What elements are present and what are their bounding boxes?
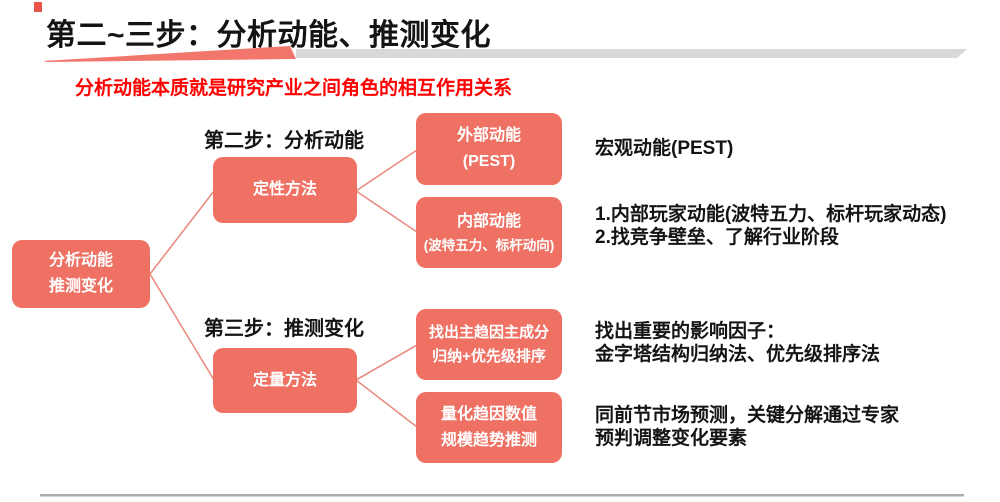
title-accent-mark (34, 2, 42, 12)
node-text-line: 找出主趋因主成分 (428, 323, 549, 341)
note-line: 金字塔结构归纳法、优先级排序法 (595, 344, 881, 365)
step3-label: 第三步：推测变化 (204, 318, 364, 340)
node-text-line: 规模趋势推测 (440, 431, 537, 449)
node-text-line: (波特五力、标杆动向) (423, 237, 555, 253)
node-root: 分析动能 推测变化 (12, 240, 150, 308)
node-main-trend-factor: 找出主趋因主成分 归纳+优先级排序 (416, 309, 562, 380)
note-line: 同前节市场预测，关键分解通过专家 (595, 405, 900, 426)
page-title: 第二~三步：分析动能、推测变化 (46, 19, 492, 52)
note-quantify-trend: 同前节市场预测，关键分解通过专家 预判调整变化要素 (595, 404, 899, 450)
note-internal-momentum: 1.内部玩家动能(波特五力、标杆玩家动态) 2.找竞争壁垒、了解行业阶段 (595, 203, 947, 249)
node-text-line: 定性方法 (252, 181, 317, 199)
node-text-line: 推测变化 (48, 278, 113, 295)
node-text-line: 定量方法 (252, 371, 317, 389)
note-line: 1.内部玩家动能(波特五力、标杆玩家动态) (595, 204, 947, 225)
node-qualitative-method: 定性方法 (213, 157, 357, 223)
node-text-line: 外部动能 (456, 127, 521, 145)
node-text-line: 内部动能 (456, 212, 521, 230)
node-quantitative-method: 定量方法 (213, 348, 357, 413)
node-quantify-trend: 量化趋因数值 规模趋势推测 (416, 392, 562, 463)
note-line: 预判调整变化要素 (595, 428, 748, 449)
node-internal-momentum: 内部动能 (波特五力、标杆动向) (416, 197, 562, 268)
node-text-line: 量化趋因数值 (440, 405, 537, 423)
node-external-momentum: 外部动能 (PEST) (416, 113, 562, 185)
node-text-line: 归纳+优先级排序 (432, 347, 546, 365)
note-external-momentum: 宏观动能(PEST) (595, 137, 733, 160)
node-text-line: 分析动能 (48, 252, 113, 270)
bottom-divider (40, 494, 964, 497)
step2-label: 第二步：分析动能 (204, 130, 364, 152)
note-line: 找出重要的影响因子： (595, 321, 786, 342)
note-line: 宏观动能(PEST) (595, 138, 734, 159)
note-main-trend-factor: 找出重要的影响因子： 金字塔结构归纳法、优先级排序法 (595, 320, 880, 366)
note-line: 2.找竞争壁垒、了解行业阶段 (595, 227, 839, 248)
node-text-line: (PEST) (462, 153, 516, 170)
subtitle: 分析动能本质就是研究产业之间角色的相互作用关系 (75, 78, 513, 99)
